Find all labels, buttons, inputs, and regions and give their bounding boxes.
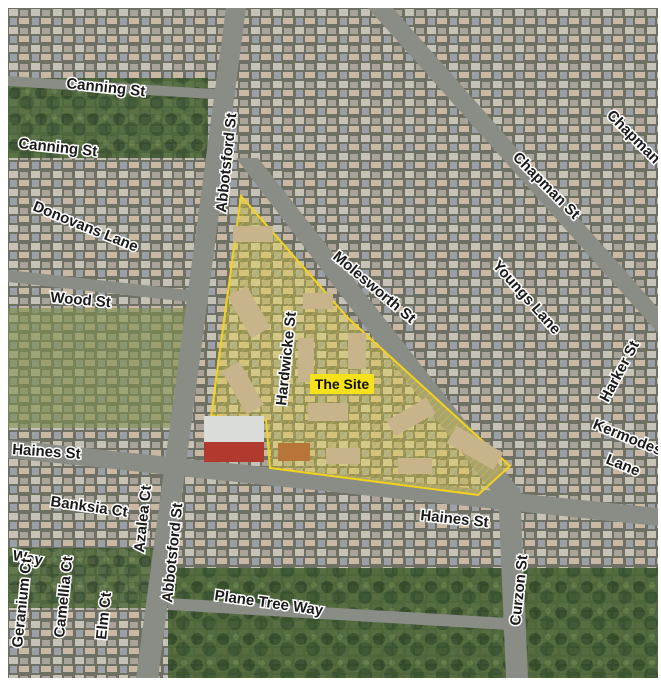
- site-building: [278, 443, 310, 461]
- label-azalea-ct: Azalea Ct: [131, 484, 155, 553]
- site-building: [326, 448, 360, 464]
- site-label-text: The Site: [315, 376, 370, 392]
- wood-st-road: [8, 270, 208, 304]
- site-label: The Site: [310, 374, 374, 394]
- site-building: [298, 338, 314, 382]
- site-building: [348, 333, 366, 369]
- site-building: [446, 425, 504, 471]
- label-canning-st-1: Canning St: [66, 75, 147, 100]
- site-building: [386, 397, 436, 437]
- site-building: [308, 403, 348, 421]
- site-building: [398, 458, 432, 474]
- site-building: [233, 226, 273, 242]
- site-label-box: [310, 374, 374, 394]
- canning-st-road: [8, 76, 228, 100]
- aerial-map: The Site Canning St Canning St Donovans …: [8, 8, 661, 678]
- abbotsford-st-road: [136, 8, 246, 678]
- south-west-trees: [8, 548, 168, 608]
- chapman-st-road: [368, 8, 658, 333]
- site-building: [227, 285, 271, 339]
- lawn-area: [8, 308, 188, 428]
- site-boundary: [209, 193, 512, 497]
- aerial-map-canvas: The Site Canning St Canning St Donovans …: [8, 8, 661, 678]
- site-building: [221, 361, 265, 415]
- corner-building-red-roof: [204, 442, 264, 462]
- site-building: [303, 293, 333, 309]
- haines-st-road: [8, 440, 658, 526]
- curzon-st-road: [498, 488, 528, 678]
- plane-tree-way-road: [168, 598, 508, 630]
